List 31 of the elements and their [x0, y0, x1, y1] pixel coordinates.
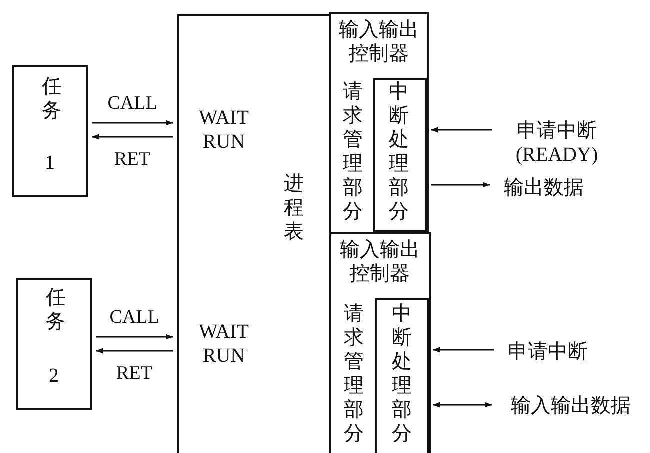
signal-label: 申请中断 (READY) — [514, 119, 600, 167]
node-text: WAIT RUN — [198, 320, 250, 368]
interrupt-section — [373, 78, 427, 232]
arrow — [92, 120, 173, 126]
interrupt-section — [375, 298, 429, 453]
arrow — [431, 182, 490, 188]
node-text: 任务 — [41, 75, 63, 123]
controller-title: 输入输出控制器 — [339, 238, 421, 286]
process-table-box — [177, 14, 331, 453]
controller-box — [329, 12, 429, 234]
arrow — [433, 347, 494, 353]
node-text: 中断处理部分 — [388, 80, 410, 224]
signal-label: 输出数据 — [503, 176, 585, 200]
signal-label: 请求管理部分 — [342, 80, 364, 224]
task-box — [16, 278, 92, 410]
node-text: 进程表 — [283, 172, 305, 244]
node-text: 任务 — [45, 286, 67, 334]
node-text: 2 — [48, 364, 60, 388]
arrow — [431, 127, 492, 133]
arrow — [92, 134, 173, 140]
signal-label: 输入输出数据 — [510, 394, 632, 418]
node-text: 1 — [44, 151, 56, 175]
controller-title: 输入输出控制器 — [338, 18, 420, 66]
node-text: 中断处理部分 — [391, 302, 413, 446]
signal-label: 请求管理部分 — [343, 302, 365, 446]
arrow — [96, 348, 173, 354]
arrow — [433, 402, 492, 408]
node-text: WAIT RUN — [198, 106, 250, 154]
signal-label: 申请中断 — [507, 340, 589, 364]
arrow — [96, 334, 173, 340]
task-box — [12, 65, 88, 197]
